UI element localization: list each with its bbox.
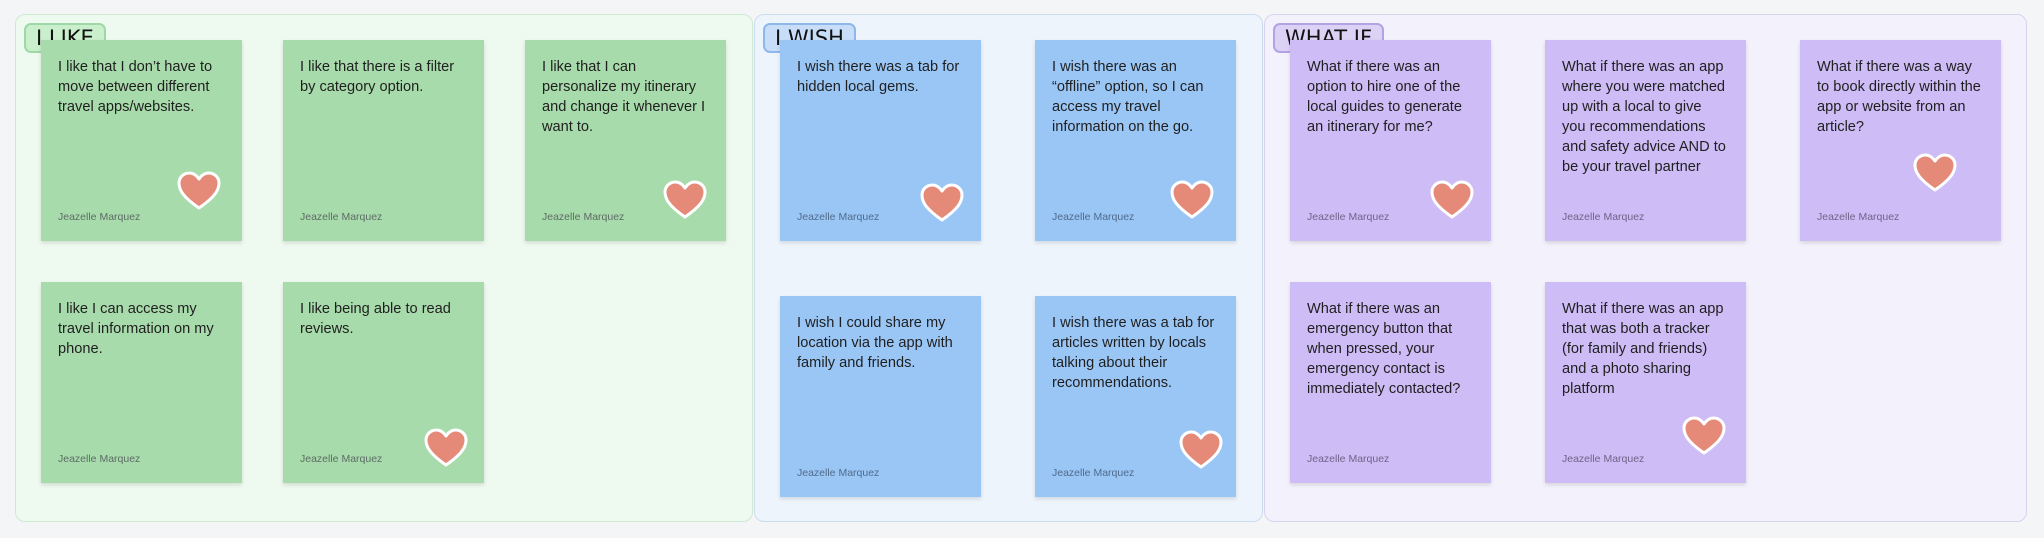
note-author: Jeazelle Marquez xyxy=(300,211,383,223)
heart-icon[interactable] xyxy=(424,428,468,468)
note-text: What if there was an option to hire one … xyxy=(1307,59,1462,135)
sticky-note[interactable]: I like I can access my travel informatio… xyxy=(41,282,242,483)
sticky-note[interactable]: I wish there was an “offline” option, so… xyxy=(1035,40,1236,241)
note-author: Jeazelle Marquez xyxy=(542,211,625,223)
sticky-note[interactable]: I like being able to read reviews. Jeaze… xyxy=(283,282,484,483)
heart-icon[interactable] xyxy=(1913,153,1957,193)
note-text: I like I can access my travel informatio… xyxy=(58,301,214,357)
note-author: Jeazelle Marquez xyxy=(1817,211,1900,223)
heart-icon[interactable] xyxy=(663,180,707,220)
note-text: I like that I don’t have to move between… xyxy=(58,59,213,115)
heart-icon[interactable] xyxy=(1170,180,1214,220)
sticky-note[interactable]: I like that I don’t have to move between… xyxy=(41,40,242,241)
note-text: What if there was an emergency button th… xyxy=(1307,301,1461,397)
sticky-note[interactable]: What if there was an app where you were … xyxy=(1545,40,1746,241)
note-text: What if there was an app that was both a… xyxy=(1562,301,1724,397)
sticky-note[interactable]: What if there was a way to book directly… xyxy=(1800,40,2001,241)
heart-icon[interactable] xyxy=(1682,416,1726,456)
note-author: Jeazelle Marquez xyxy=(300,453,383,465)
note-text: I like that there is a filter by categor… xyxy=(300,59,455,95)
note-text: I wish there was an “offline” option, so… xyxy=(1052,59,1204,135)
sticky-note[interactable]: What if there was an emergency button th… xyxy=(1290,282,1491,483)
sticky-note[interactable]: I wish there was a tab for hidden local … xyxy=(780,40,981,241)
note-author: Jeazelle Marquez xyxy=(1562,211,1645,223)
sticky-note[interactable]: What if there was an app that was both a… xyxy=(1545,282,1746,483)
note-text: I wish there was a tab for articles writ… xyxy=(1052,315,1215,391)
heart-icon[interactable] xyxy=(177,171,221,211)
heart-icon[interactable] xyxy=(1430,180,1474,220)
note-author: Jeazelle Marquez xyxy=(1052,211,1135,223)
note-text: What if there was an app where you were … xyxy=(1562,59,1726,175)
note-author: Jeazelle Marquez xyxy=(58,453,141,465)
note-author: Jeazelle Marquez xyxy=(797,211,880,223)
sticky-note[interactable]: I like that I can personalize my itinera… xyxy=(525,40,726,241)
heart-icon[interactable] xyxy=(920,183,964,223)
sticky-note[interactable]: I wish I could share my location via the… xyxy=(780,296,981,497)
note-author: Jeazelle Marquez xyxy=(1562,453,1645,465)
sticky-note[interactable]: What if there was an option to hire one … xyxy=(1290,40,1491,241)
note-text: What if there was a way to book directly… xyxy=(1817,59,1981,135)
sticky-note[interactable]: I wish there was a tab for articles writ… xyxy=(1035,296,1236,497)
note-text: I wish there was a tab for hidden local … xyxy=(797,59,960,95)
heart-icon[interactable] xyxy=(1179,430,1223,470)
note-author: Jeazelle Marquez xyxy=(1052,467,1135,479)
note-author: Jeazelle Marquez xyxy=(58,211,141,223)
note-author: Jeazelle Marquez xyxy=(797,467,880,479)
note-text: I like being able to read reviews. xyxy=(300,301,451,337)
note-text: I wish I could share my location via the… xyxy=(797,315,953,371)
note-text: I like that I can personalize my itinera… xyxy=(542,59,706,135)
sticky-note[interactable]: I like that there is a filter by categor… xyxy=(283,40,484,241)
note-author: Jeazelle Marquez xyxy=(1307,211,1390,223)
note-author: Jeazelle Marquez xyxy=(1307,453,1390,465)
